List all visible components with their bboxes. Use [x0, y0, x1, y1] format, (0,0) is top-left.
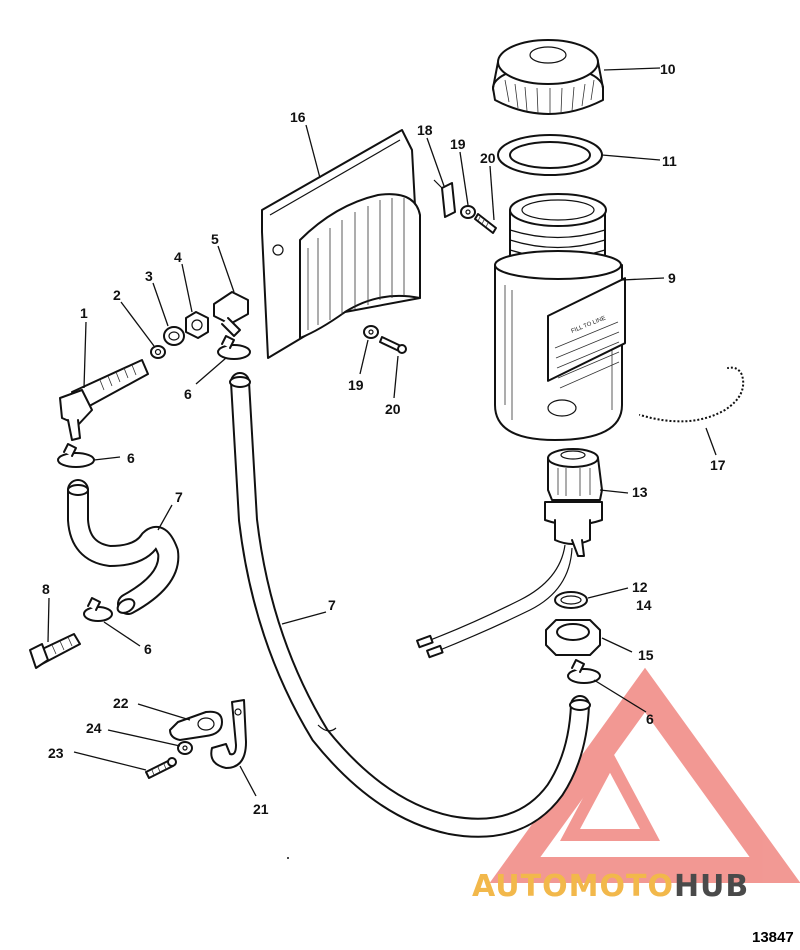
hose-clamp-upper [217, 335, 251, 360]
figure-number: 13847 [752, 929, 794, 946]
short-hose [67, 479, 180, 615]
svg-text:AUTOMOTOHUB: AUTOMOTOHUB [472, 869, 749, 904]
cap-gasket [497, 134, 603, 176]
callout-18: 18 [417, 122, 433, 138]
watermark-logo [489, 667, 800, 883]
sensor-washer [554, 591, 588, 609]
callout-6d: 6 [646, 711, 654, 727]
callout-3: 3 [145, 268, 153, 284]
screw-lower [379, 336, 407, 354]
watermark-word-light: AUTOMOTO [472, 869, 674, 904]
washer-lower [363, 325, 379, 339]
hex-nut [185, 311, 209, 339]
elbow-fitting [59, 359, 149, 441]
callout-12: 12 [632, 579, 648, 595]
callout-2: 2 [113, 287, 121, 303]
bracket-clip [433, 179, 456, 218]
filler-cap [492, 39, 604, 115]
callout-23: 23 [48, 745, 64, 761]
callout-7a: 7 [175, 489, 183, 505]
stray-dot [287, 857, 289, 859]
barb-fitting [29, 633, 81, 669]
sensor-nut [545, 619, 601, 656]
washer-upper [460, 205, 476, 219]
p-clamp [210, 699, 247, 769]
callout-6b: 6 [127, 450, 135, 466]
hose-clamp-lower-left [83, 597, 113, 622]
callout-20b: 20 [385, 401, 401, 417]
callout-4: 4 [174, 249, 182, 265]
callout-labels: 1 2 3 4 5 6 6 6 6 7 7 8 9 10 11 12 13 14… [42, 61, 726, 817]
watermark-text: AUTOMOTOHUB [472, 869, 749, 904]
long-hose [229, 372, 591, 838]
washer-large [163, 326, 185, 346]
callout-9: 9 [668, 270, 676, 286]
sensor-wires [416, 544, 573, 659]
hose-clamp-right [567, 659, 601, 684]
callout-6c: 6 [144, 641, 152, 657]
callout-10: 10 [660, 61, 676, 77]
mount-screw [145, 757, 177, 779]
callout-19a: 19 [450, 136, 466, 152]
washer-small [150, 345, 166, 359]
reservoir-bottle: FILL TO LINE [494, 193, 626, 441]
callout-24: 24 [86, 720, 102, 736]
callout-14: 14 [636, 597, 652, 613]
callout-11: 11 [662, 153, 677, 169]
callout-16: 16 [290, 109, 306, 125]
callout-19b: 19 [348, 377, 364, 393]
callout-22: 22 [113, 695, 129, 711]
cushion-clamp [169, 710, 223, 741]
mounting-bracket [261, 129, 421, 359]
callout-20a: 20 [480, 150, 496, 166]
hose-clamp-left [57, 443, 95, 468]
callout-1: 1 [80, 305, 88, 321]
fitting-tee [213, 291, 249, 337]
callout-6a: 6 [184, 386, 192, 402]
callout-15: 15 [638, 647, 654, 663]
mount-washer [177, 741, 193, 755]
callout-17: 17 [710, 457, 726, 473]
callout-5: 5 [211, 231, 219, 247]
screw-upper [474, 213, 497, 234]
callout-8: 8 [42, 581, 50, 597]
coil-spring [639, 366, 745, 423]
callout-13: 13 [632, 484, 648, 500]
leader-lines [47, 67, 717, 797]
level-sensor [544, 448, 603, 557]
callout-7b: 7 [328, 597, 336, 613]
watermark-word-dark: HUB [674, 869, 749, 904]
callout-21: 21 [253, 801, 269, 817]
